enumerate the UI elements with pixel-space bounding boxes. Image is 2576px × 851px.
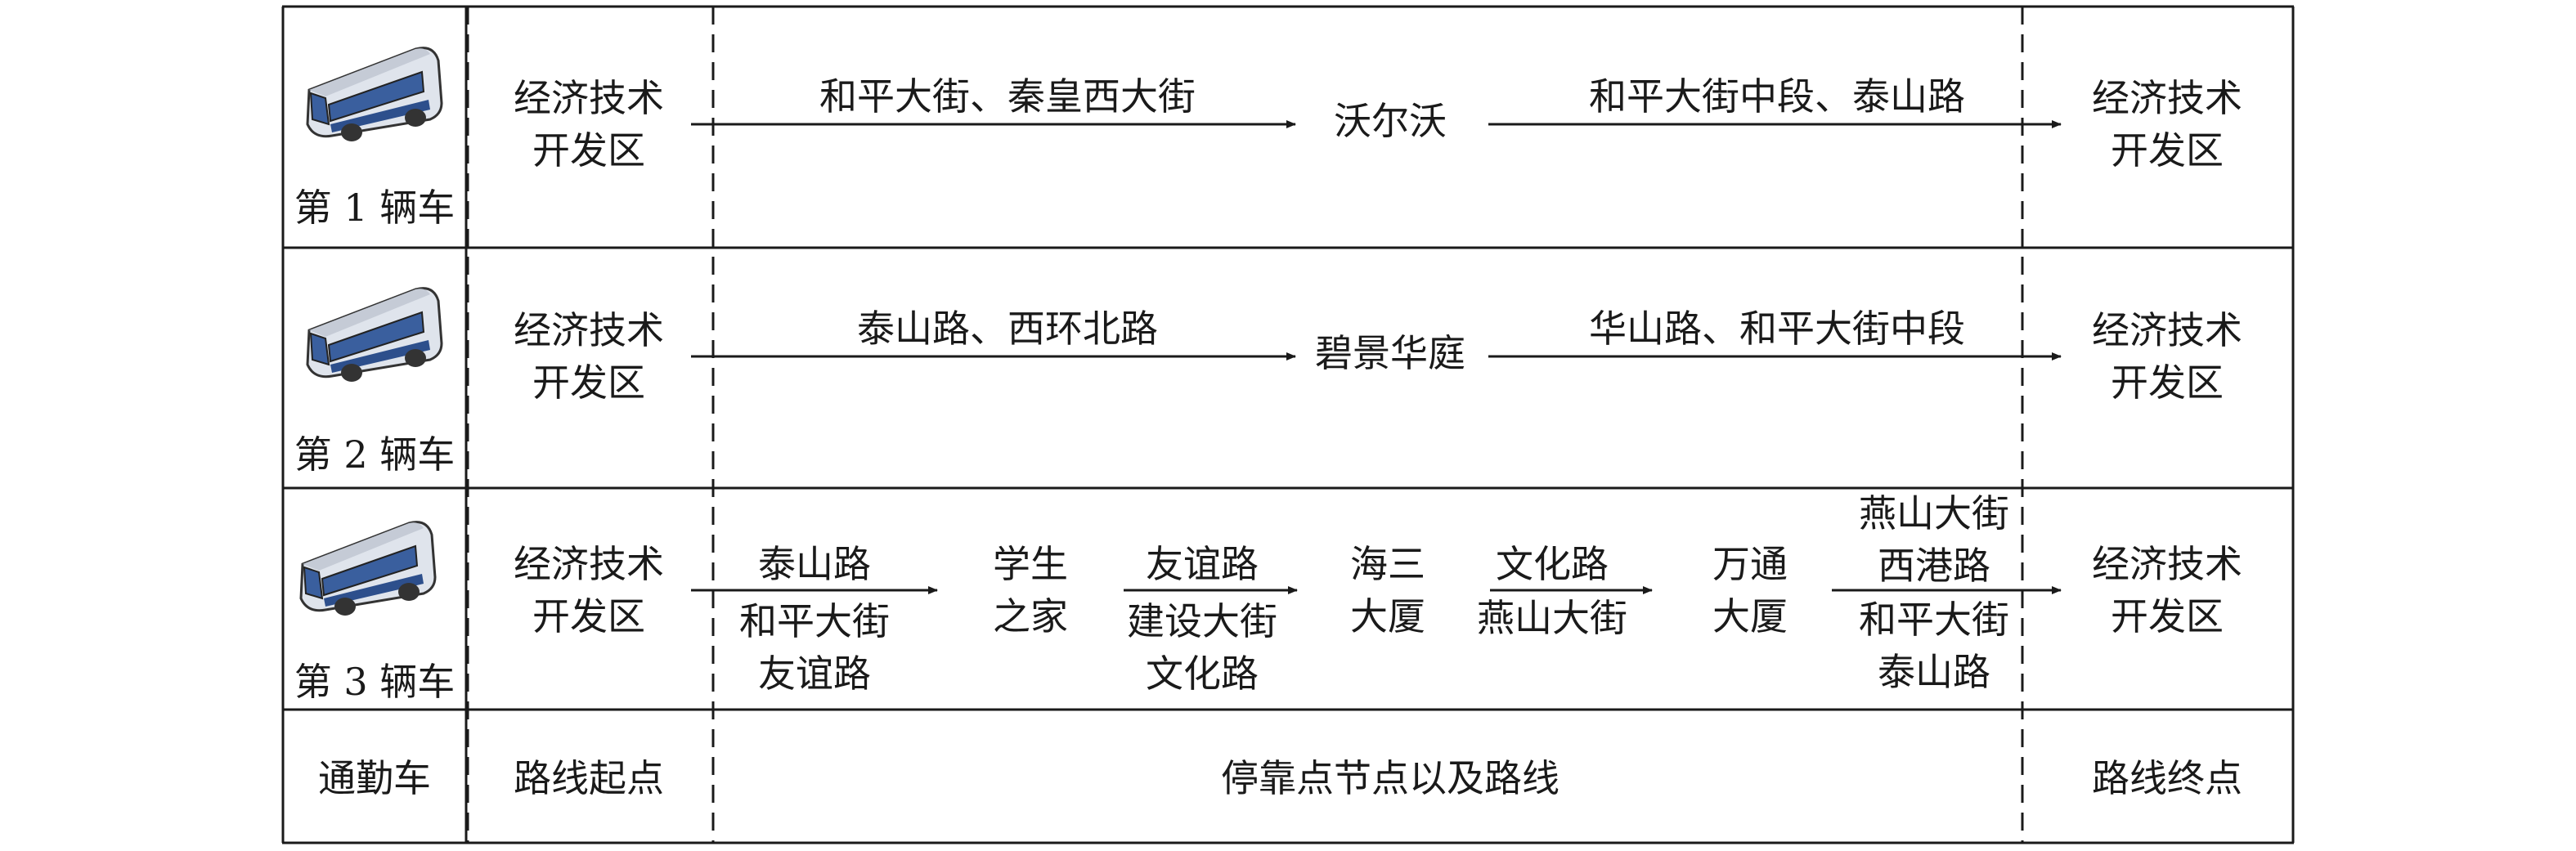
- vehicle-label: 第 1 辆车: [294, 186, 456, 230]
- legend-start: 路线起点: [514, 756, 664, 800]
- route-label: 文化路: [1496, 542, 1609, 586]
- bus-icon: [306, 47, 443, 141]
- stop-node: 学生 之家: [993, 542, 1068, 638]
- bus-icon: [299, 521, 437, 616]
- stop-node: 碧景华庭: [1315, 331, 1465, 375]
- route-start: 经济技术 开发区: [514, 542, 664, 638]
- route-end: 经济技术 开发区: [2092, 76, 2242, 172]
- route-end: 经济技术 开发区: [2092, 542, 2242, 638]
- legend-middle: 停靠点节点以及路线: [1221, 756, 1560, 800]
- route-label: 和平大街 友谊路: [739, 599, 890, 696]
- bus-icon: [306, 287, 443, 382]
- stop-node: 万通 大厦: [1712, 542, 1788, 638]
- route-label: 友谊路: [1146, 542, 1259, 586]
- stop-node: 海三 大厦: [1350, 542, 1425, 638]
- route-label: 泰山路、西环北路: [857, 307, 1158, 351]
- route-end: 经济技术 开发区: [2092, 308, 2242, 405]
- legend-end: 路线终点: [2092, 756, 2242, 800]
- route-label: 和平大街 泰山路: [1859, 598, 2009, 694]
- route-label: 华山路、和平大街中段: [1589, 307, 1965, 351]
- vehicle-label: 第 3 辆车: [294, 660, 456, 704]
- route-label: 泰山路: [758, 542, 871, 586]
- legend-vehicle: 通勤车: [318, 756, 431, 800]
- vehicle-label: 第 2 辆车: [294, 432, 456, 477]
- route-label: 燕山大街 西港路: [1859, 491, 2009, 588]
- route-start: 经济技术 开发区: [514, 308, 664, 405]
- route-label: 和平大街、秦皇西大街: [819, 74, 1196, 119]
- route-label: 燕山大街: [1477, 596, 1627, 640]
- stop-node: 沃尔沃: [1334, 99, 1447, 143]
- route-label: 和平大街中段、泰山路: [1589, 74, 1965, 119]
- route-label: 建设大街 文化路: [1127, 599, 1277, 696]
- route-start: 经济技术 开发区: [514, 76, 664, 172]
